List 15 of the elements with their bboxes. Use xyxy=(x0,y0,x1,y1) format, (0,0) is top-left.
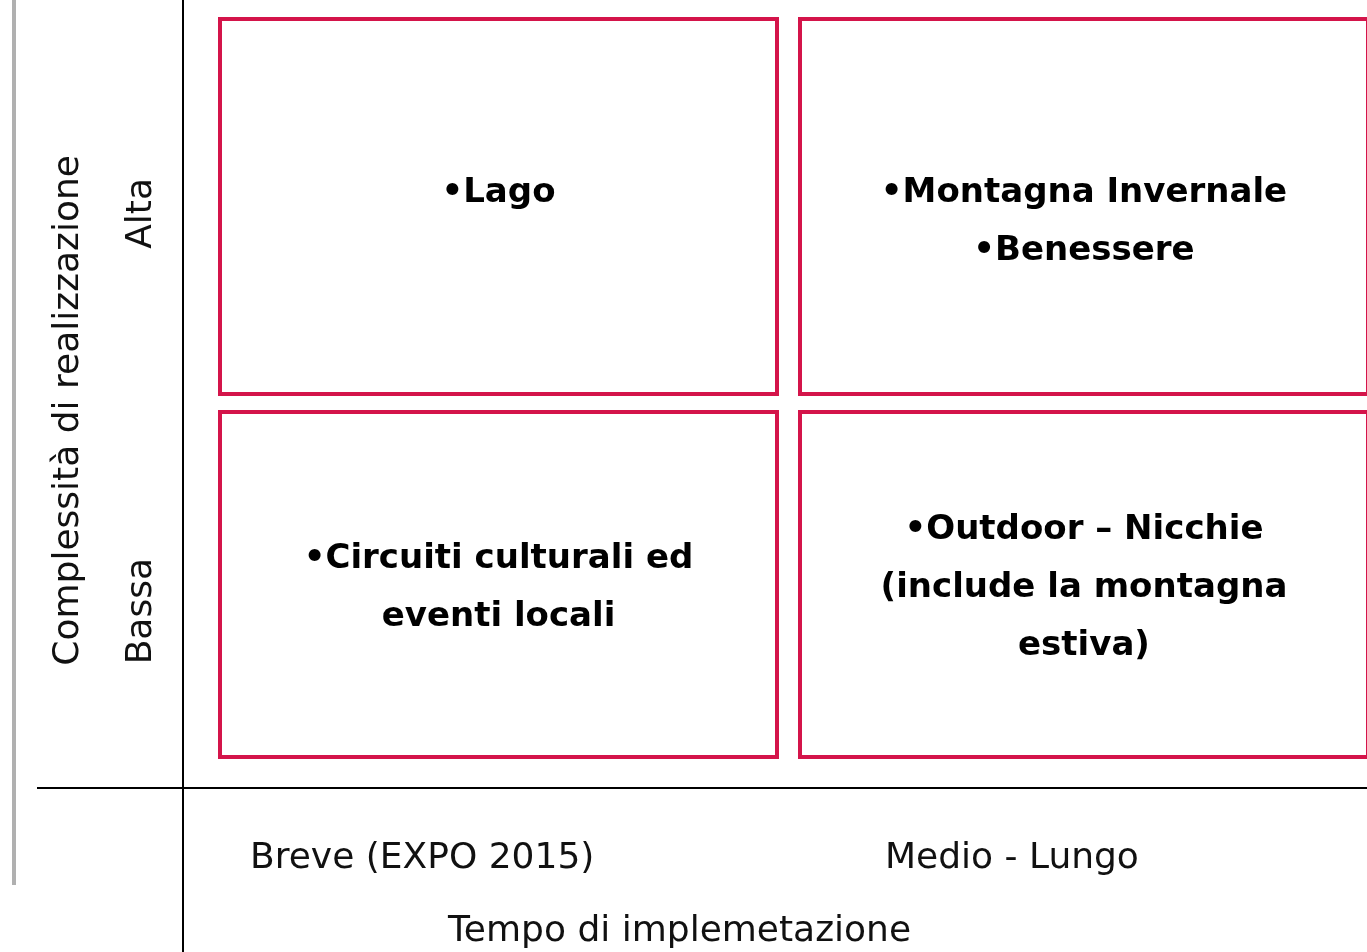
quadrant-box xyxy=(798,17,1367,396)
axis-title: Tempo di implemetazione xyxy=(448,908,912,949)
quadrant-text: •Lago xyxy=(441,169,556,212)
axis-value: Alta xyxy=(118,178,159,249)
axis-title: Complessità di realizzazione xyxy=(45,155,86,666)
quadrant-box xyxy=(218,410,779,759)
quadrant-text: •Circuiti culturali ed eventi locali xyxy=(302,534,695,636)
quadrant-box xyxy=(218,17,779,396)
axis-value: Bassa xyxy=(118,558,159,665)
quadrant-text: •Montagna Invernale xyxy=(880,169,1288,212)
axis-value: Medio - Lungo xyxy=(885,835,1139,876)
axis-value: Breve (EXPO 2015) xyxy=(250,835,595,876)
quadrant-text: •Outdoor – Nicchie (include la montagna estiva) xyxy=(879,505,1289,665)
quadrant-text: •Benessere xyxy=(973,227,1195,270)
quadrant-box xyxy=(798,410,1367,759)
